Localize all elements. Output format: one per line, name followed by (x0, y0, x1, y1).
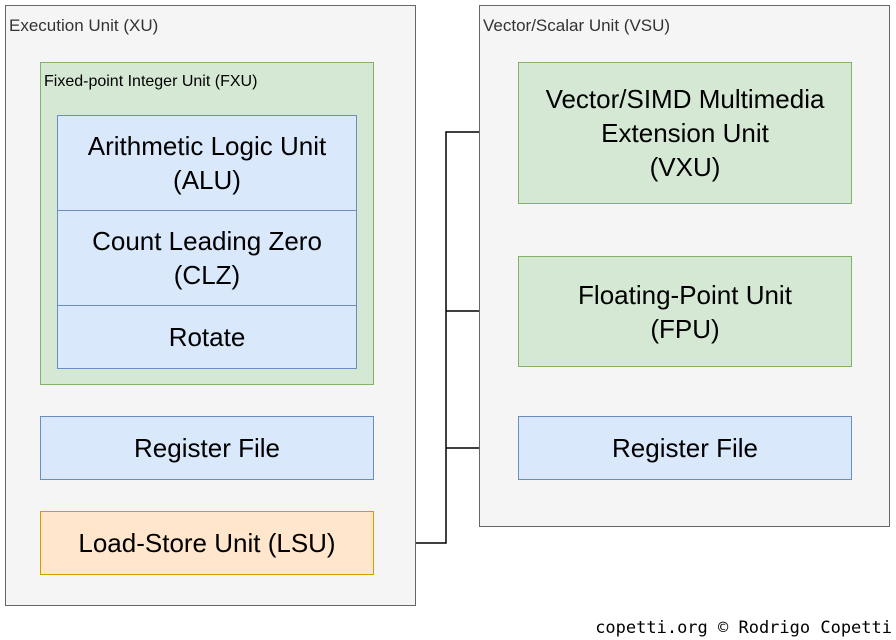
fpu-abbrev: (FPU) (650, 313, 720, 344)
credit-text: copetti.org © Rodrigo Copetti (595, 618, 892, 638)
vxu-name-line1: Vector/SIMD Multimedia (545, 84, 825, 114)
execution-unit-label: Execution Unit (XU) (9, 16, 159, 35)
fpu-name: Floating-Point Unit (578, 279, 792, 310)
vector-scalar-unit-label: Vector/Scalar Unit (VSU) (483, 16, 671, 35)
clz-box: Count Leading Zero (CLZ) (57, 210, 357, 306)
vsu-register-file-label: Register File (612, 433, 758, 463)
vxu-box: Vector/SIMD Multimedia Extension Unit (V… (518, 62, 852, 204)
lsu-label: Load-Store Unit (LSU) (78, 528, 336, 558)
rotate-label: Rotate (168, 322, 246, 352)
vxu-abbrev: (VXU) (649, 152, 721, 182)
clz-name: Count Leading Zero (92, 226, 322, 256)
fxu-label: Fixed-point Integer Unit (FXU) (44, 73, 258, 90)
alu-box: Arithmetic Logic Unit (ALU) (57, 115, 357, 211)
alu-name: Arithmetic Logic Unit (87, 131, 327, 161)
lsu-box: Load-Store Unit (LSU) (40, 511, 374, 575)
fpu-box: Floating-Point Unit (FPU) (518, 256, 852, 367)
vsu-register-file-box: Register File (518, 416, 852, 480)
xu-register-file-box: Register File (40, 416, 374, 480)
clz-abbrev: (CLZ) (173, 260, 241, 290)
xu-register-file-label: Register File (134, 433, 280, 463)
alu-abbrev: (ALU) (173, 165, 241, 195)
rotate-box: Rotate (57, 305, 357, 369)
vxu-name-line2: Extension Unit (601, 118, 769, 148)
